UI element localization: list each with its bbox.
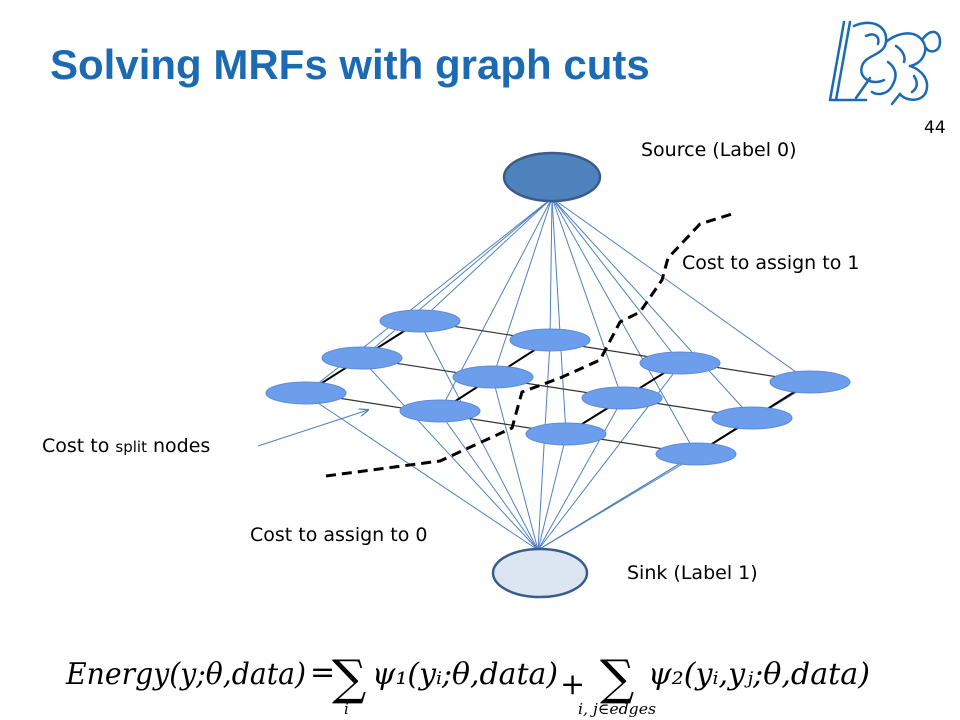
- node: [399, 399, 481, 423]
- node: [655, 442, 737, 466]
- formula-term2: ψ₂(yᵢ,yⱼ;θ,data): [648, 657, 870, 692]
- cut-line: [325, 212, 733, 478]
- split-cost-arrow: [257, 410, 368, 447]
- pairwise-edges: [305, 320, 811, 455]
- node: [509, 328, 591, 352]
- node: [525, 422, 607, 446]
- node: [265, 381, 347, 405]
- formula-lhs: Energy(y;θ,data): [65, 657, 306, 692]
- formula-term1: ψ₁(yᵢ;θ,data): [372, 657, 558, 692]
- node: [379, 309, 461, 333]
- sink-links: [305, 322, 811, 551]
- node: [769, 370, 851, 394]
- pixel-nodes: [265, 309, 851, 466]
- node: [581, 386, 663, 410]
- node: [321, 346, 403, 370]
- sink-label: Sink (Label 1): [627, 562, 758, 584]
- sum-sign-1: ∑: [332, 650, 366, 706]
- formula-plus: +: [560, 667, 585, 702]
- sum1-index: i: [344, 700, 349, 718]
- cost-split-suffix: nodes: [146, 435, 211, 457]
- cost-assign-0-label: Cost to assign to 0: [250, 524, 428, 546]
- node: [452, 365, 534, 389]
- slide-title: Solving MRFs with graph cuts: [50, 41, 650, 88]
- sum2-index: i, j∈edges: [578, 700, 656, 718]
- cost-assign-1-label: Cost to assign to 1: [682, 252, 860, 274]
- source-node: [502, 151, 602, 203]
- cost-split-word: split: [115, 438, 147, 456]
- sink-node: [491, 547, 589, 599]
- formula-equals: =: [310, 655, 335, 690]
- sum-sign-2: ∑: [600, 650, 634, 706]
- node: [711, 406, 793, 430]
- page-number: 44: [924, 118, 946, 138]
- node: [639, 351, 721, 375]
- cost-split-label: Cost to split nodes: [42, 437, 210, 456]
- cost-split-prefix: Cost to: [42, 435, 116, 457]
- source-label: Source (Label 0): [641, 139, 797, 161]
- ctu-lion-logo-icon: [828, 20, 942, 106]
